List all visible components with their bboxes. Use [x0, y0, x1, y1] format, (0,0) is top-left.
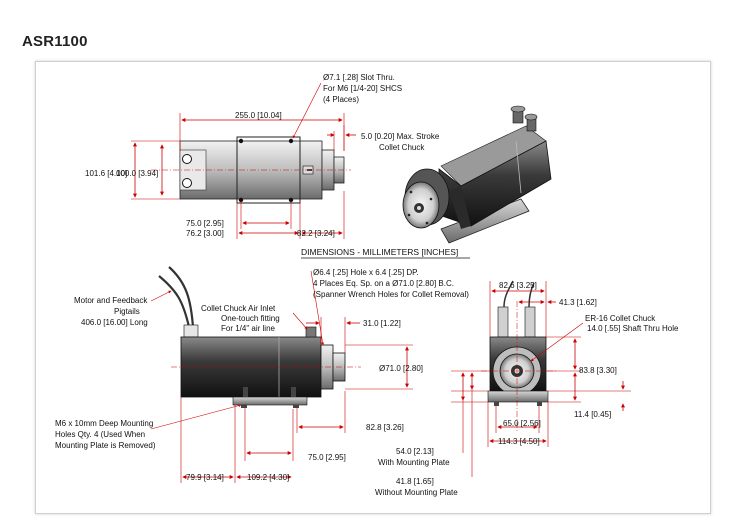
- top-length-label: 255.0 [10.04]: [235, 111, 282, 120]
- mount-note-line-1: M6 x 10mm Deep Mounting: [55, 419, 153, 428]
- air-note-line-2: One-touch fitting: [221, 314, 280, 323]
- slot-hole: [288, 197, 294, 203]
- front-view-mount-plate: [487, 390, 549, 403]
- spanner-note-line-1: Ø6.4 [.25] Hole x 6.4 [.25] DP.: [313, 268, 419, 277]
- spanner-note-line-3: (Spanner Wrench Holes for Collet Removal…: [313, 290, 469, 299]
- nose-length-label: 31.0 [1.22]: [363, 319, 401, 328]
- stroke-note-line-2: Collet Chuck: [379, 143, 425, 152]
- hole-span-label: 109.2 [4.30]: [247, 473, 289, 482]
- bc-diameter-label: Ø71.0 [2.80]: [379, 364, 423, 373]
- drawing-frame: 255.0 [10.04] Ø7.1 [.28] Slot Thru. For …: [35, 61, 711, 514]
- top-front-offset-label: 82.2 [3.24]: [297, 229, 335, 238]
- stroke-note-line-1: 5.0 [0.20] Max. Stroke: [361, 132, 440, 141]
- collet-note-line-2: 14.0 [.55] Shaft Thru Hole: [587, 324, 679, 333]
- side-hole-spacing-label: 75.0 [2.95]: [308, 453, 346, 462]
- isometric-view: [402, 105, 552, 244]
- rear-to-hole-label: 79.9 [3.14]: [186, 473, 224, 482]
- height-with-plate-value: 54.0 [2.13]: [396, 447, 434, 456]
- front-to-hole-label: 82.8 [3.26]: [366, 423, 404, 432]
- slot-hole: [238, 197, 244, 203]
- dimension-drawing: 255.0 [10.04] Ø7.1 [.28] Slot Thru. For …: [55, 73, 679, 497]
- motor-note-line-1: Motor and Feedback: [74, 296, 148, 305]
- front-view: 82.6 [3.25] 41.3 [1.62] ER-16 Collet Chu…: [375, 280, 679, 497]
- front-half-width-label: 41.3 [1.62]: [559, 298, 597, 307]
- air-note-line-1: Collet Chuck Air Inlet: [201, 304, 276, 313]
- height-without-plate-value: 41.8 [1.65]: [396, 477, 434, 486]
- slot-note-line-2: For M6 [1/4-20] SHCS: [323, 84, 402, 93]
- height-without-plate-caption: Without Mounting Plate: [375, 488, 458, 497]
- mount-note-line-3: Mounting Plate is Removed): [55, 441, 156, 450]
- motor-note-line-3: 406.0 [16.00] Long: [81, 318, 148, 327]
- center-height-label: 83.8 [3.30]: [579, 366, 617, 375]
- height-with-plate-caption: With Mounting Plate: [378, 458, 450, 467]
- top-hole-spacing-label: 75.0 [2.95]: [186, 219, 224, 228]
- top-view: 255.0 [10.04] Ø7.1 [.28] Slot Thru. For …: [85, 73, 440, 239]
- front-hole-spacing-label: 65.0 [2.56]: [503, 419, 541, 428]
- mount-note-line-2: Holes Qty. 4 (Used When: [55, 430, 145, 439]
- slot-hole: [288, 138, 294, 144]
- side-view-mount-plate: [232, 396, 308, 406]
- slot-note-line-1: Ø7.1 [.28] Slot Thru.: [323, 73, 395, 82]
- front-plate-width-label: 114.3 [4.50]: [498, 437, 540, 446]
- slot-note-line-3: (4 Places): [323, 95, 359, 104]
- air-note-line-3: For 1/4" air line: [221, 324, 276, 333]
- top-plate-width-label: 76.2 [3.00]: [186, 229, 224, 238]
- section-heading: DIMENSIONS - MILLIMETERS [INCHES]: [301, 247, 458, 257]
- page-title: ASR1100: [22, 33, 88, 50]
- spanner-note-line-2: 4 Places Eq. Sp. on a Ø71.0 [2.80] B.C.: [313, 279, 454, 288]
- slot-hole: [238, 138, 244, 144]
- plate-thickness-label: 11.4 [0.45]: [574, 410, 611, 419]
- front-width-label: 82.6 [3.25]: [499, 281, 537, 290]
- side-view: Motor and Feedback Pigtails 406.0 [16.00…: [55, 266, 469, 483]
- top-height-outer-label: 101.6 [4.00]: [85, 169, 127, 178]
- motor-note-line-2: Pigtails: [114, 307, 140, 316]
- top-height-inner-label: 100.0 [3.94]: [116, 169, 158, 178]
- collet-note-line-1: ER-16 Collet Chuck: [585, 314, 656, 323]
